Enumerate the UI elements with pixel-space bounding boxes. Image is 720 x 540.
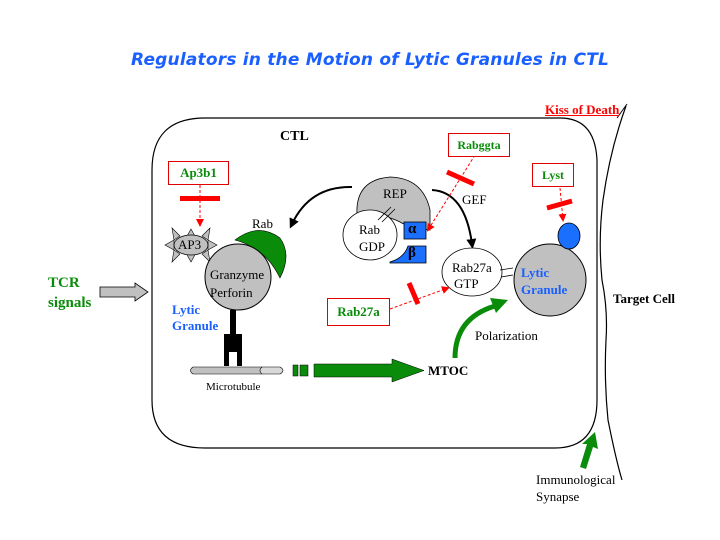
alpha-subunit: [403, 221, 427, 240]
ap3-label: AP3: [178, 237, 202, 252]
target-cell-membrane: [599, 105, 627, 481]
rab-recycle-arrow: [289, 185, 353, 229]
kiss-of-death-label: Kiss of Death: [545, 102, 620, 117]
regulator-box-ap3b1: Ap3b1: [168, 161, 229, 185]
target-cell-label: Target Cell: [613, 291, 675, 306]
beta-label: β: [408, 245, 416, 261]
beta-subunit: [389, 245, 427, 264]
motor-stalk: [230, 310, 236, 334]
alpha-label: α: [408, 221, 417, 237]
perforin-label: Perforin: [210, 285, 253, 300]
rab-gdp: [342, 209, 398, 261]
lyst-dashed-arrow: [558, 187, 567, 222]
microtubule-tip: [259, 366, 284, 375]
lytic-granule-left: [204, 243, 272, 311]
rab27a-gtp: [441, 247, 503, 297]
rep-rab-link: [377, 206, 396, 223]
rab27a-dashed-arrow: [389, 286, 450, 310]
ctl-label: CTL: [280, 129, 309, 144]
lyst-inhibitor-bar: [546, 198, 573, 211]
immunological-synapse-label-line2: Synapse: [536, 489, 580, 504]
rab-gdp-label-line1: Rab: [359, 222, 380, 237]
polarization-arrow: [452, 303, 496, 359]
gef-label: GEF: [462, 192, 487, 207]
granzyme-label: Granzyme: [210, 267, 265, 282]
rep-label: REP: [383, 186, 407, 201]
tcr-signal-arrow: [99, 282, 149, 302]
rab27a-link: [499, 267, 514, 278]
regulator-box-rab27a: Rab27a: [327, 298, 390, 326]
rab-gdp-label-line2: GDP: [359, 239, 386, 254]
lytic-granule-left-label-line2: Granule: [172, 318, 219, 333]
polarization-label: Polarization: [475, 328, 538, 343]
mtoc-dash-1: [292, 364, 299, 377]
mtoc-label: MTOC: [428, 363, 469, 378]
lytic-granule-left-label-line1: Lytic: [172, 302, 201, 317]
synapse-arrow: [580, 432, 598, 469]
lytic-granule-right-label-line1: Lytic: [521, 265, 550, 280]
tcr-label-line2: signals: [48, 295, 92, 311]
regulator-box-lyst: Lyst: [532, 163, 574, 187]
kiss-of-death-line: [616, 103, 628, 119]
diagram-title: Regulators in the Motion of Lytic Granul…: [131, 50, 610, 70]
ap3-complex-icon: [164, 227, 218, 263]
rab-left-label: Rab: [252, 216, 273, 231]
gef-arrow: [431, 189, 477, 249]
regulator-box-rabggta: Rabggta: [448, 133, 510, 157]
tcr-label-line1: TCR: [48, 275, 80, 291]
microtubule-label: Microtubule: [206, 381, 261, 393]
lytic-granule-right: [513, 243, 587, 317]
rab27a-gtp-label-line1: Rab27a: [452, 260, 492, 275]
microtubule-bar: [190, 366, 263, 375]
rab27a-gtp-label-line2: GTP: [454, 276, 479, 291]
mtoc-arrow: [313, 358, 425, 383]
lyst-target-dot: [557, 222, 581, 250]
ctl-cell-outline: [151, 117, 598, 449]
motor-foot: [224, 334, 242, 366]
rab27a-inhibitor-bar: [406, 282, 421, 305]
immunological-synapse-label-line1: Immunological: [536, 472, 616, 487]
mtoc-dash-2: [299, 364, 309, 377]
ap3b1-inhibitor-bar: [180, 196, 220, 201]
polarization-arrowhead: [490, 298, 508, 313]
lytic-granule-right-label-line2: Granule: [521, 282, 568, 297]
